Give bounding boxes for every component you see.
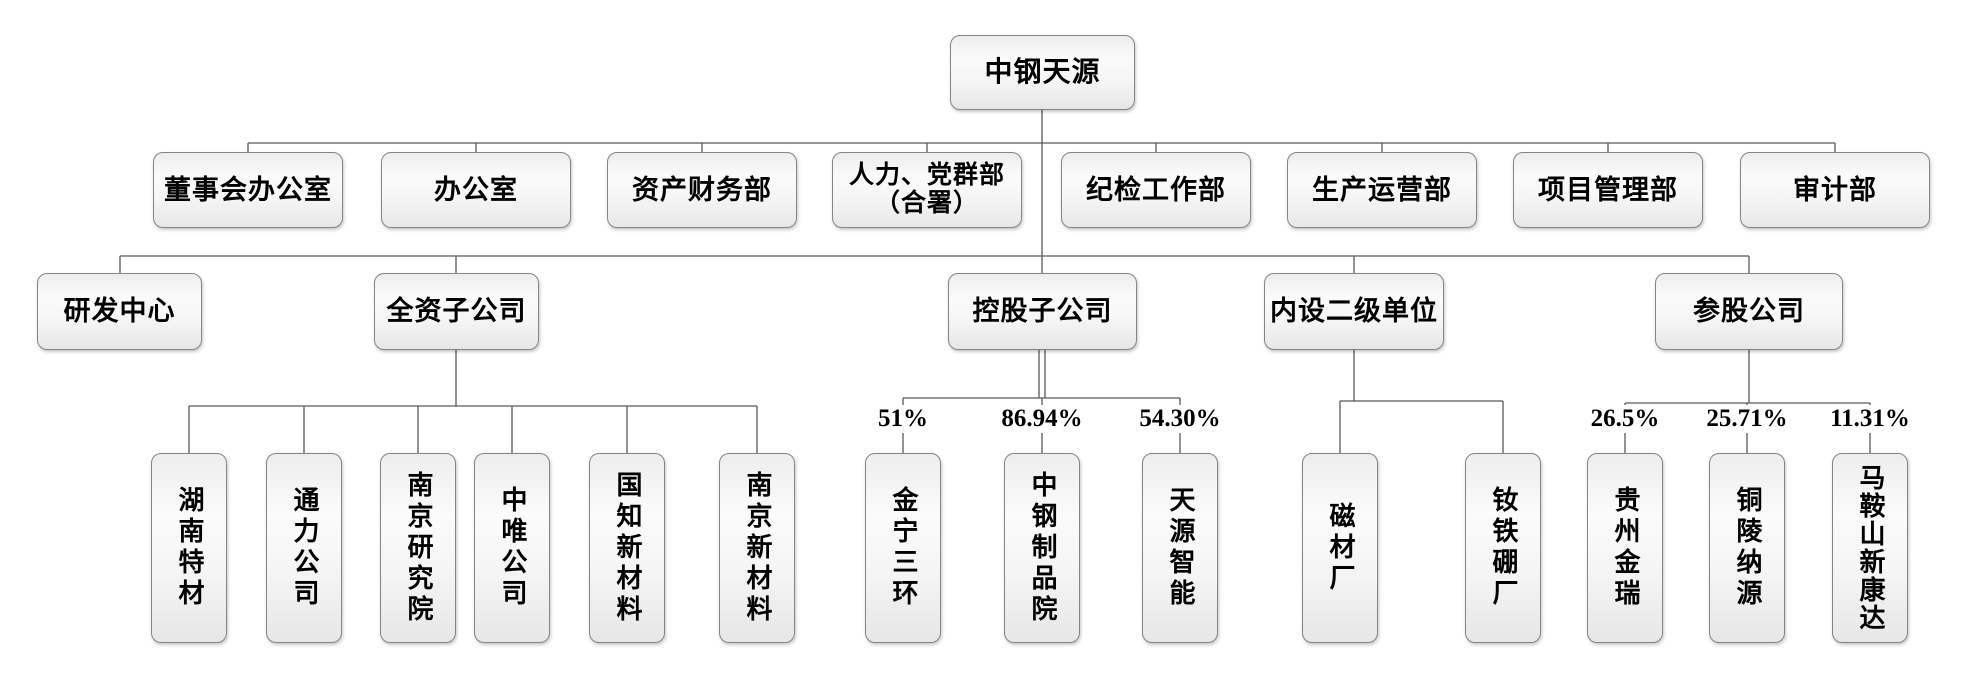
org-node-nanjing-research-institute: 南京研究院 — [380, 453, 456, 643]
org-node-production-operations-dept: 生产运营部 — [1287, 152, 1477, 228]
org-node-general-office: 办公室 — [381, 152, 571, 228]
ownership-percentage-label: 11.31% — [1826, 405, 1914, 433]
org-node-guozhi-new-materials: 国知新材料 — [589, 453, 665, 643]
org-node-equity-participation-companies: 参股公司 — [1655, 273, 1843, 350]
org-node-ndfeb-factory: 钕铁硼厂 — [1465, 453, 1541, 643]
wholly-owned-connectors — [188, 350, 758, 453]
org-node-audit-dept: 审计部 — [1740, 152, 1930, 228]
internal-units-connectors — [1339, 350, 1504, 453]
ownership-percentage-label: 86.94% — [997, 405, 1087, 433]
org-node-internal-second-level-units: 内设二级单位 — [1264, 273, 1444, 350]
org-node-project-management-dept: 项目管理部 — [1513, 152, 1703, 228]
org-node-nanjing-new-materials: 南京新材料 — [719, 453, 795, 643]
org-node-rd-center: 研发中心 — [37, 273, 202, 350]
org-node-magnetic-materials-factory: 磁材厂 — [1302, 453, 1378, 643]
ownership-percentage-label: 54.30% — [1135, 405, 1225, 433]
org-node-sinosteel-products-institute: 中钢制品院 — [1004, 453, 1080, 643]
org-node-holding-subsidiaries: 控股子公司 — [948, 273, 1137, 350]
org-node-board-office: 董事会办公室 — [153, 152, 343, 228]
org-node-tongli-company: 通力公司 — [266, 453, 342, 643]
org-node-asset-finance-dept: 资产财务部 — [607, 152, 797, 228]
org-node-hr-party-dept: 人力、党群部 （合署） — [832, 152, 1022, 228]
ownership-percentage-label: 25.71% — [1702, 405, 1792, 433]
holding-connectors — [902, 350, 1181, 453]
org-node-tianyuan-intelligent: 天源智能 — [1142, 453, 1218, 643]
org-node-root: 中钢天源 — [950, 35, 1135, 110]
org-node-wholly-owned-subsidiaries: 全资子公司 — [374, 273, 539, 350]
org-node-maanshan-xinkangda: 马鞍山新康达 — [1832, 453, 1908, 643]
org-node-jinning-sanhuan: 金宁三环 — [865, 453, 941, 643]
ownership-percentage-label: 26.5% — [1586, 405, 1664, 433]
org-node-tongling-nayuan: 铜陵纳源 — [1709, 453, 1785, 643]
org-node-hunan-tecai: 湖南特材 — [151, 453, 227, 643]
org-node-zhongwei-company: 中唯公司 — [474, 453, 550, 643]
ownership-percentage-label: 51% — [874, 405, 932, 433]
trunk-connectors — [119, 110, 1836, 273]
equity-connectors — [1624, 350, 1871, 453]
org-node-guizhou-jinrui: 贵州金瑞 — [1587, 453, 1663, 643]
org-node-discipline-inspection-dept: 纪检工作部 — [1061, 152, 1251, 228]
